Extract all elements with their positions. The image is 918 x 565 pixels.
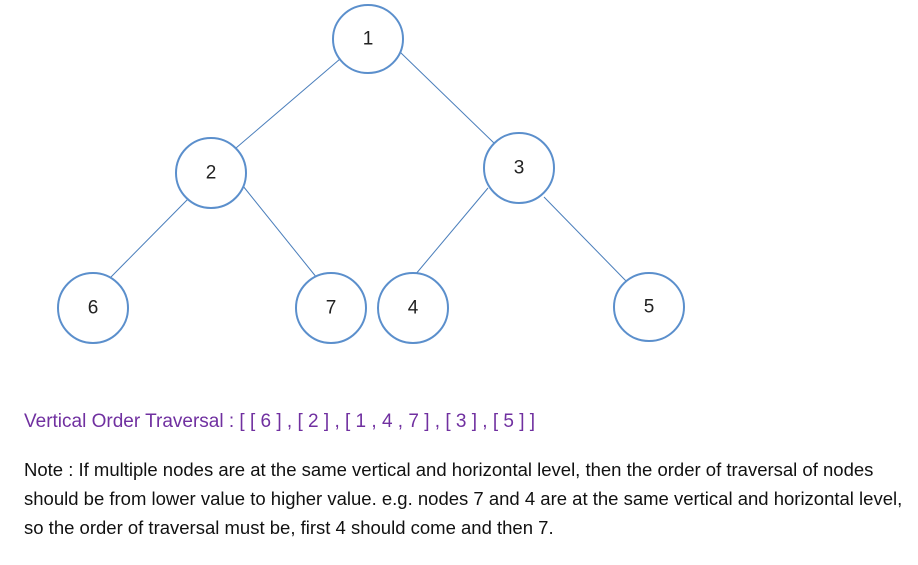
tree-node-4: 4 [377,272,449,344]
tree-node-3: 3 [483,132,555,204]
edge-n3-n5 [543,196,628,283]
note-paragraph: Note : If multiple nodes are at the same… [24,459,903,538]
node-circle [483,132,555,204]
edge-n2-n7 [242,185,318,279]
node-circle [175,137,247,209]
node-circle [57,272,129,344]
node-label: 2 [206,163,217,184]
tree-nodes: 1 2 3 6 7 4 5 [57,4,685,344]
tree-node-2: 2 [175,137,247,209]
node-circle [613,272,685,342]
node-label: 5 [644,297,655,318]
node-label: 4 [408,298,419,319]
node-label: 6 [88,298,99,319]
tree-node-5: 5 [613,272,685,342]
tree-node-7: 7 [295,272,367,344]
tree-node-1: 1 [332,4,404,74]
binary-tree-diagram: 1 2 3 6 7 4 5 [57,4,685,344]
edge-n1-n3 [399,51,496,145]
vertical-order-traversal-text: Vertical Order Traversal : [ [ 6 ] , [ 2… [24,411,536,432]
tree-node-6: 6 [57,272,129,344]
edge-n3-n4 [414,187,489,276]
node-label: 3 [514,158,525,179]
tree-edges [109,51,628,283]
edge-n2-n6 [109,198,189,279]
edge-n1-n2 [235,58,341,149]
node-label: 1 [363,29,374,50]
node-label: 7 [326,298,337,319]
node-circle [332,4,404,74]
node-circle [295,272,367,344]
node-circle [377,272,449,344]
